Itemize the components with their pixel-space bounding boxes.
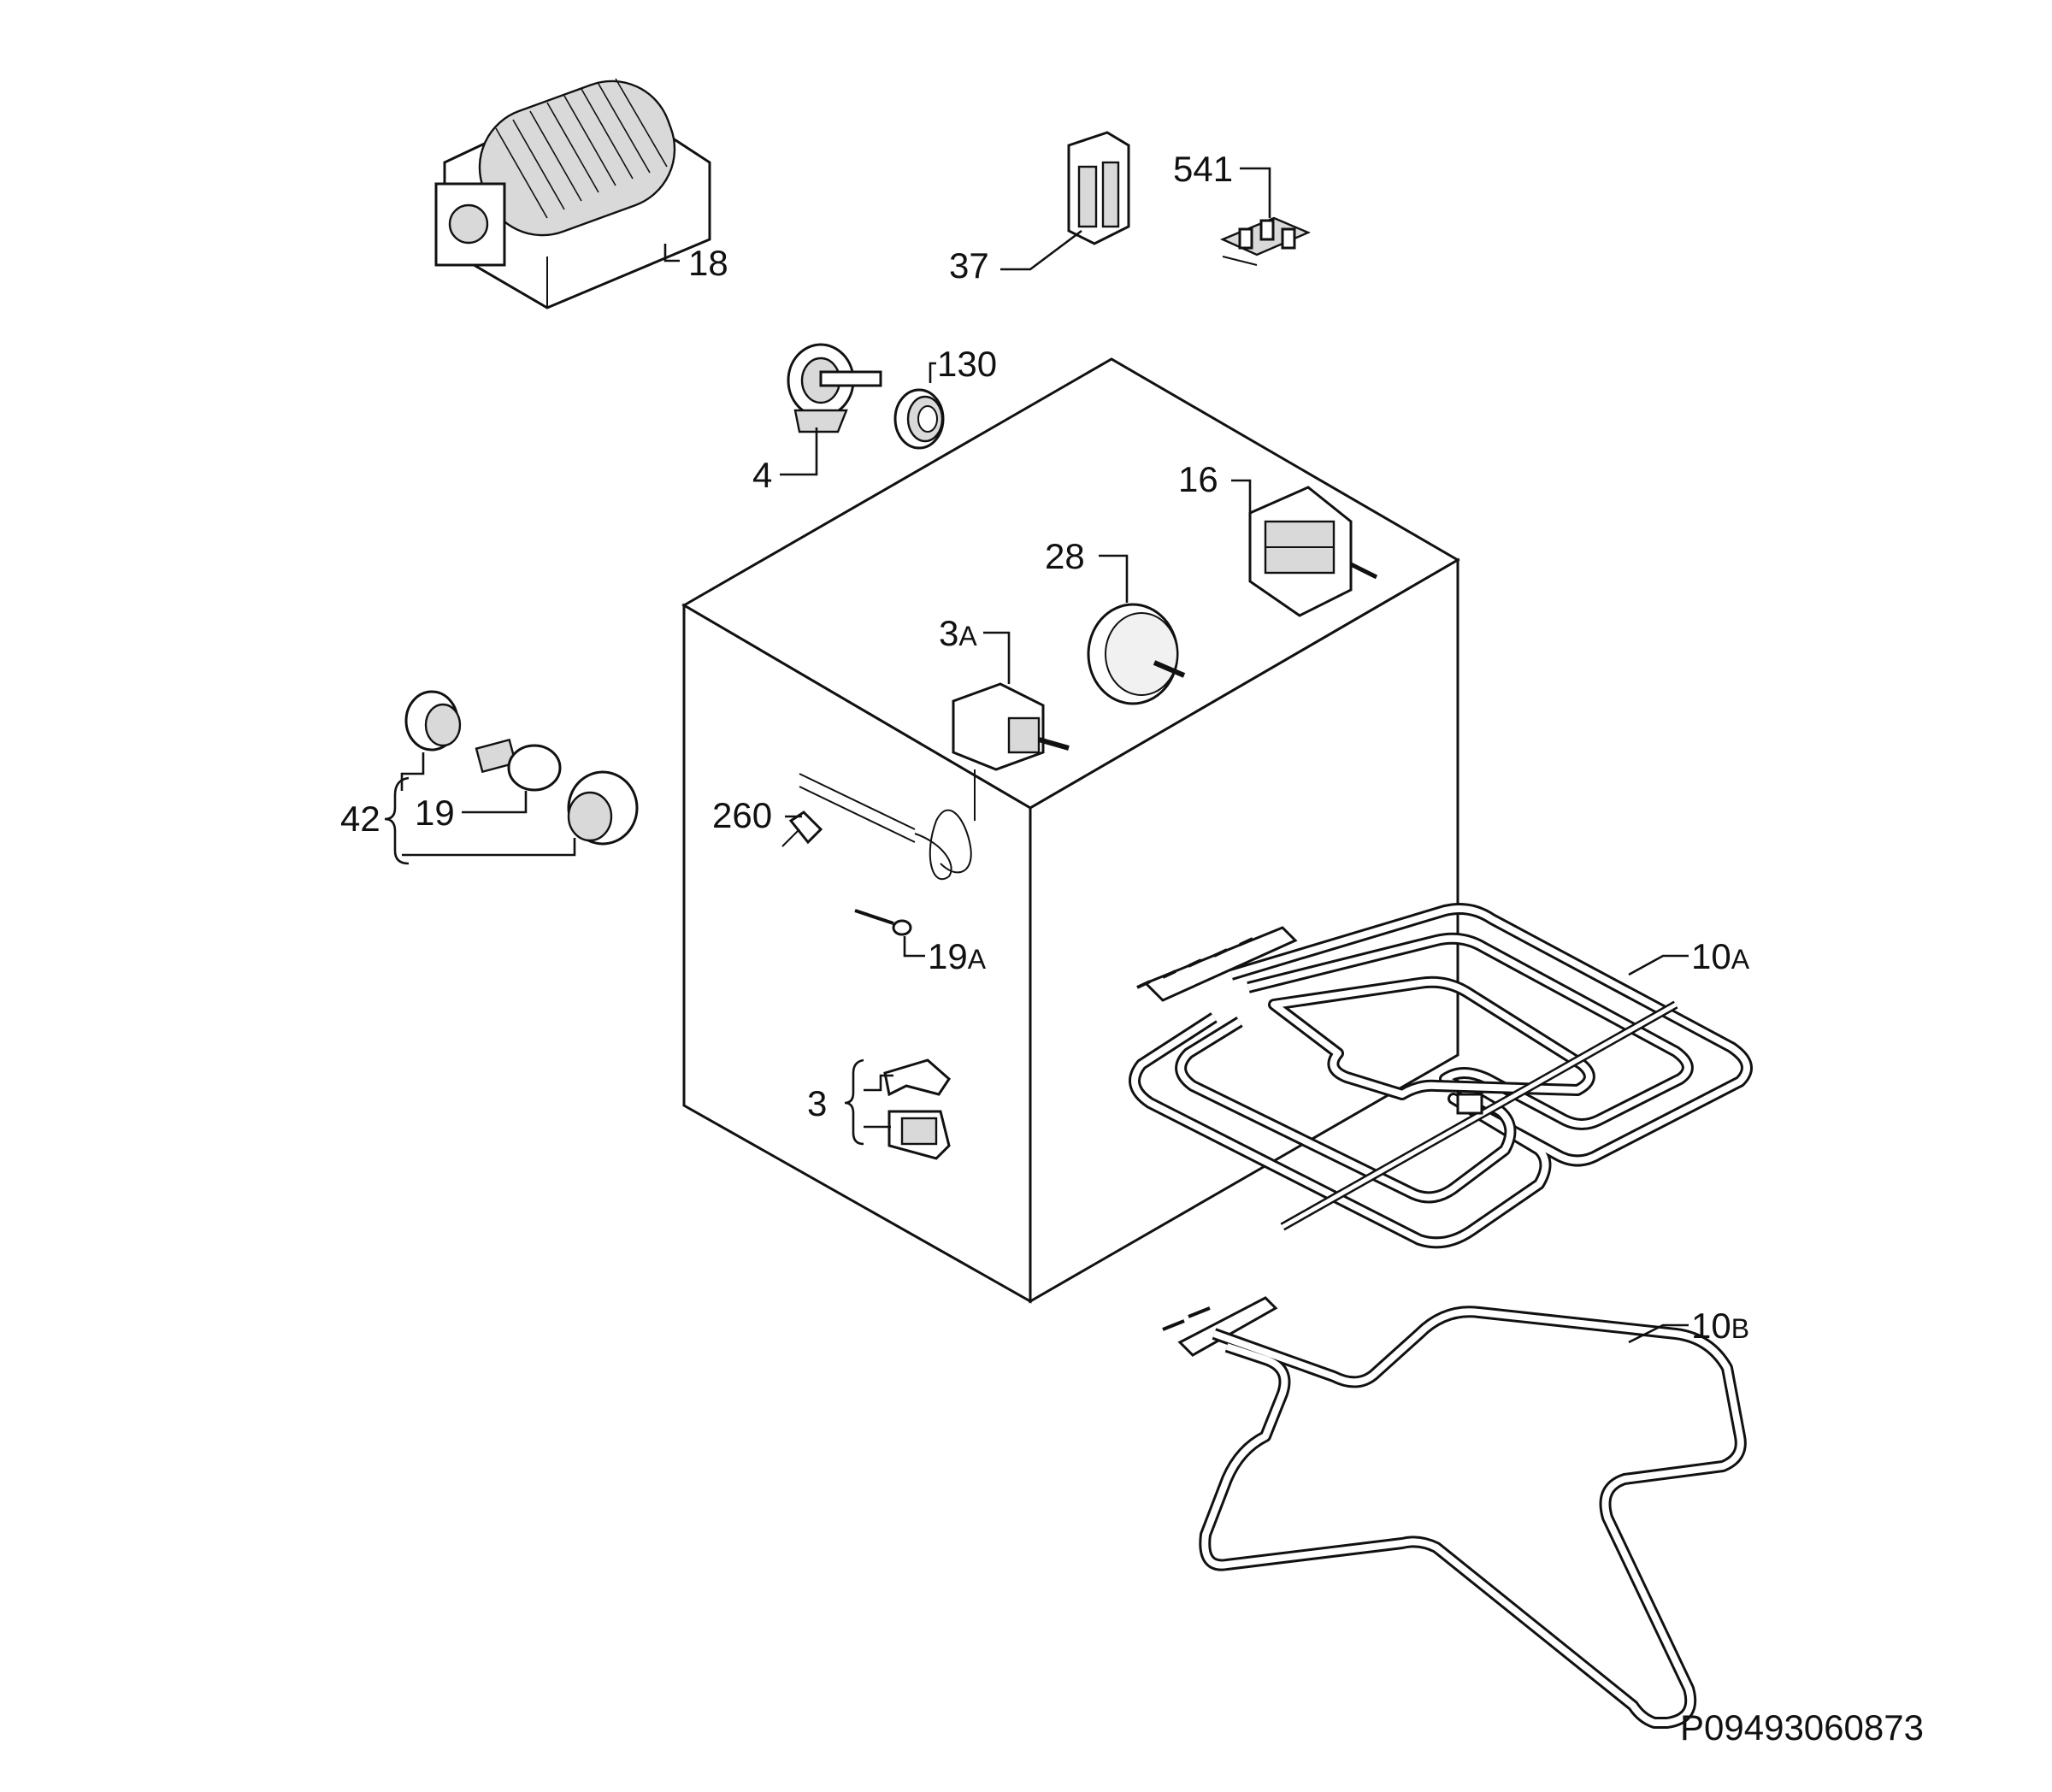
callout-19: 19 (415, 793, 455, 833)
grill-heating-element-part[interactable] (1129, 903, 1753, 1249)
terminal-strip-part[interactable] (1219, 216, 1312, 266)
bottom-heating-element-part[interactable] (1162, 1296, 1747, 1729)
connector-block-part[interactable] (1067, 131, 1130, 245)
callout-260: 260 (712, 795, 772, 835)
leader-130 (929, 362, 936, 383)
sensor-part[interactable] (854, 909, 912, 936)
leader-10b (1628, 1323, 1689, 1344)
leader-37 (1000, 229, 1082, 271)
lamp-holder-part[interactable] (404, 690, 462, 752)
callout-10b: 10B (1691, 1306, 1749, 1346)
callout-4: 4 (752, 455, 772, 495)
selector-switch-part[interactable] (1248, 486, 1378, 617)
callout-18: 18 (688, 243, 728, 283)
leader-3-upper (864, 1074, 893, 1092)
callout-37: 37 (949, 245, 989, 286)
grommet-part[interactable] (893, 388, 945, 450)
leader-28 (1099, 554, 1129, 603)
callout-16: 16 (1178, 459, 1218, 499)
callout-19a: 19A (928, 936, 987, 976)
bracket-3 (844, 1058, 864, 1146)
callout-3: 3 (807, 1083, 827, 1123)
leader-42-cover (402, 838, 576, 857)
clip-part[interactable] (781, 811, 823, 847)
hinge-clip-upper-part[interactable] (883, 1058, 951, 1097)
oven-housing-box (681, 357, 1460, 1304)
drawing-code: P09493060873 (1680, 1707, 1924, 1748)
callout-541: 541 (1173, 149, 1233, 189)
hinge-clip-lower-part[interactable] (887, 1110, 951, 1160)
callout-10a: 10A (1691, 936, 1750, 976)
lamp-cover-part[interactable] (567, 770, 639, 846)
leader-541 (1240, 167, 1271, 218)
leader-4 (780, 427, 818, 476)
thermostat-part[interactable] (799, 682, 1070, 881)
fan-motor-part[interactable] (787, 343, 882, 433)
callout-130: 130 (937, 344, 997, 384)
leader-3a (983, 631, 1011, 684)
leader-19 (462, 791, 528, 814)
leader-42-holder (400, 752, 425, 791)
timer-part[interactable] (1087, 603, 1186, 705)
leader-19a (903, 936, 925, 958)
lamp-bulb-part[interactable] (475, 738, 562, 792)
callout-28: 28 (1045, 536, 1085, 576)
tangential-fan-part[interactable] (434, 64, 711, 309)
callout-3a: 3A (939, 613, 977, 653)
leader-10a (1628, 954, 1689, 976)
bracket-42 (384, 776, 410, 865)
callout-42: 42 (340, 799, 380, 839)
leader-18 (663, 244, 680, 262)
leader-16 (1231, 479, 1252, 513)
